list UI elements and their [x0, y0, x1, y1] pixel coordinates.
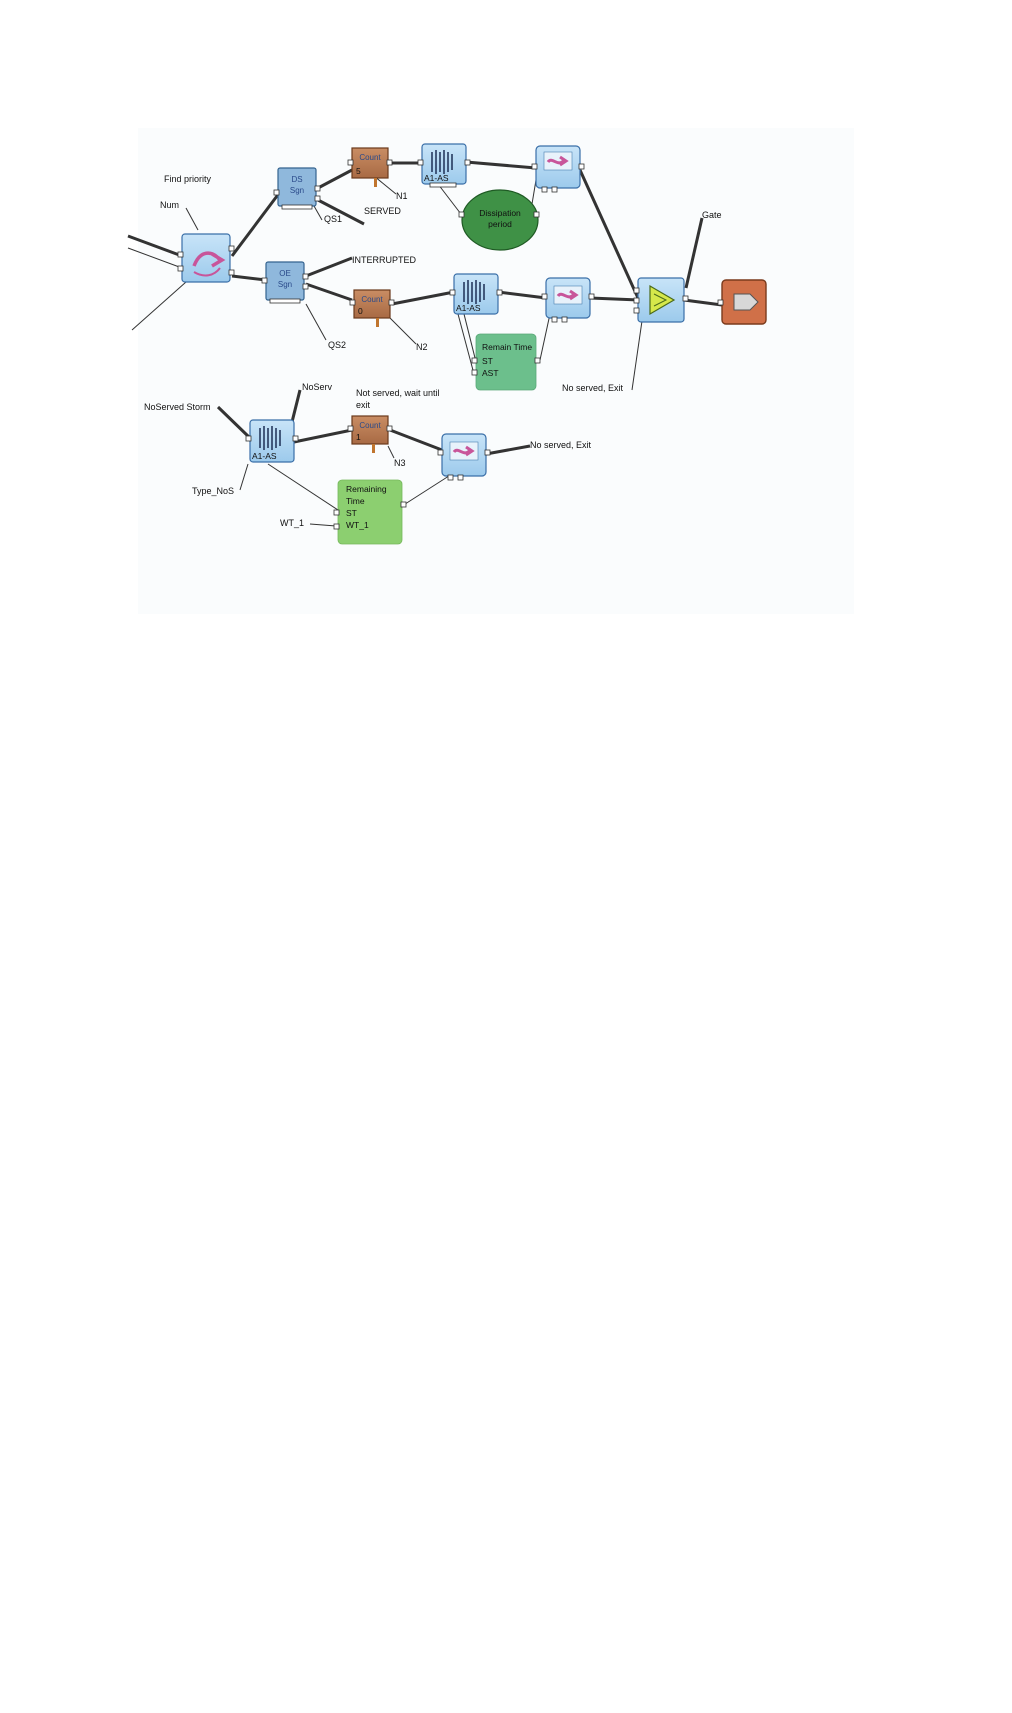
label-type-nos: Type_NoS	[192, 486, 234, 496]
label-qs2: QS2	[328, 340, 346, 350]
leader-n1	[373, 175, 397, 195]
oe-signal-label-1: OE	[279, 269, 291, 278]
queue-3-label: A1-AS	[252, 451, 277, 461]
wire-oe-interrupted	[305, 256, 353, 278]
link-queue2-remain-ast	[457, 313, 475, 375]
dissipation-label-1: Dissipation	[479, 208, 521, 218]
wire-in-bottom	[131, 281, 187, 331]
diagram-canvas: DS Sgn OE Sgn Count 5 Count 0 Count 1	[127, 128, 854, 614]
wire-gate-label	[684, 217, 704, 289]
wire-queue3-count3	[293, 428, 353, 444]
ds-signal-label-2: Sgn	[290, 186, 304, 195]
model-diagram: DS Sgn OE Sgn Count 5 Count 0 Count 1	[127, 143, 767, 545]
leader-type-nos	[239, 463, 249, 491]
label-noserved-storm: NoServed Storm	[144, 402, 211, 412]
remaining-wt: WT_1	[346, 520, 369, 530]
link-activity2-remain	[539, 313, 551, 361]
count-1-label: Count	[359, 153, 381, 162]
remain-time-block[interactable]: Remain Time ST AST	[471, 333, 541, 391]
exit-block[interactable]	[717, 279, 767, 325]
wire-oe-count2	[305, 282, 353, 302]
oe-signal-label-2: Sgn	[278, 280, 292, 289]
count-3-label: Count	[359, 421, 381, 430]
label-n2: N2	[416, 342, 428, 352]
leader-qs2	[305, 303, 327, 341]
wire-priority-oe	[231, 274, 267, 282]
label-interrupted: INTERRUPTED	[352, 255, 417, 265]
wire-queue2-activity2	[497, 290, 547, 300]
wire-gate-noserved	[631, 313, 644, 391]
ds-signal-label-1: DS	[291, 175, 302, 184]
wire-queue1-activity1	[465, 160, 537, 170]
activity-block-3[interactable]	[437, 433, 491, 481]
wire-storm-queue3	[216, 405, 252, 440]
wire-in-mid	[127, 247, 183, 269]
wire-ds-count1	[317, 168, 353, 190]
gate-block[interactable]	[633, 277, 689, 323]
link-queue2-remain-st	[463, 313, 477, 363]
wire-priority-ds	[230, 191, 282, 257]
wire-count2-queue2	[391, 290, 455, 306]
link-queue3-remaining	[267, 463, 339, 511]
priority-select-block[interactable]	[177, 233, 235, 283]
label-served: SERVED	[364, 206, 401, 216]
link-activity3-remaining	[401, 473, 453, 507]
wire-in-top	[127, 234, 183, 258]
remaining-st: ST	[346, 508, 357, 518]
remaining-title-1: Remaining	[346, 484, 387, 494]
label-not-served-wait-2: exit	[356, 400, 371, 410]
activity-block-2[interactable]	[541, 277, 595, 323]
queue-1-label: A1-AS	[424, 173, 449, 183]
queue-block-1[interactable]: A1-AS	[417, 143, 471, 188]
label-noserv: NoServ	[302, 382, 333, 392]
remain-time-ast: AST	[482, 368, 499, 378]
remaining-title-2: Time	[346, 496, 365, 506]
leader-num	[185, 207, 199, 231]
label-wt-1: WT_1	[280, 518, 304, 528]
count-block-1[interactable]: Count 5	[347, 147, 393, 187]
wire-ds-served	[317, 198, 365, 226]
wire-count3-activity3	[389, 428, 443, 452]
dissipation-period-ellipse[interactable]: Dissipation period	[458, 189, 540, 251]
count-1-value: 5	[356, 166, 361, 176]
label-n3: N3	[394, 458, 406, 468]
count-block-3[interactable]: Count 1	[347, 415, 393, 453]
label-qs1: QS1	[324, 214, 342, 224]
label-num: Num	[160, 200, 179, 210]
leader-n3	[387, 445, 395, 459]
dissipation-label-2: period	[488, 219, 512, 229]
leader-n2	[387, 315, 417, 345]
remaining-time-block[interactable]: Remaining Time ST WT_1	[333, 479, 407, 545]
label-not-served-wait-1: Not served, wait until	[356, 388, 440, 398]
wire-activity1-gate	[578, 169, 640, 299]
diagram-labels: Find priority Num SERVED QS1 N1 INTERRUP…	[144, 174, 722, 528]
connection-wires	[127, 160, 723, 527]
wire-activity3-exit	[485, 444, 531, 456]
activity-block-1[interactable]	[531, 145, 585, 193]
count-2-value: 0	[358, 306, 363, 316]
label-gate: Gate	[702, 210, 722, 220]
wire-activity2-gate	[589, 296, 639, 302]
leader-qs1	[313, 205, 323, 221]
queue-block-3[interactable]: A1-AS	[245, 419, 299, 463]
count-3-value: 1	[356, 432, 361, 442]
remain-time-title: Remain Time	[482, 342, 532, 352]
label-n1: N1	[396, 191, 408, 201]
label-no-served-exit-top: No served, Exit	[562, 383, 624, 393]
remain-time-st: ST	[482, 356, 493, 366]
ds-signal-block[interactable]: DS Sgn	[273, 167, 321, 210]
label-find-priority: Find priority	[164, 174, 212, 184]
queue-block-2[interactable]: A1-AS	[449, 273, 503, 315]
count-2-label: Count	[361, 295, 383, 304]
label-no-served-exit-bottom: No served, Exit	[530, 440, 592, 450]
count-block-2[interactable]: Count 0	[349, 289, 395, 327]
wire-gate-exit	[683, 298, 723, 307]
link-wt1-remaining	[309, 523, 337, 527]
queue-2-label: A1-AS	[456, 303, 481, 313]
oe-signal-block[interactable]: OE Sgn	[261, 261, 309, 304]
